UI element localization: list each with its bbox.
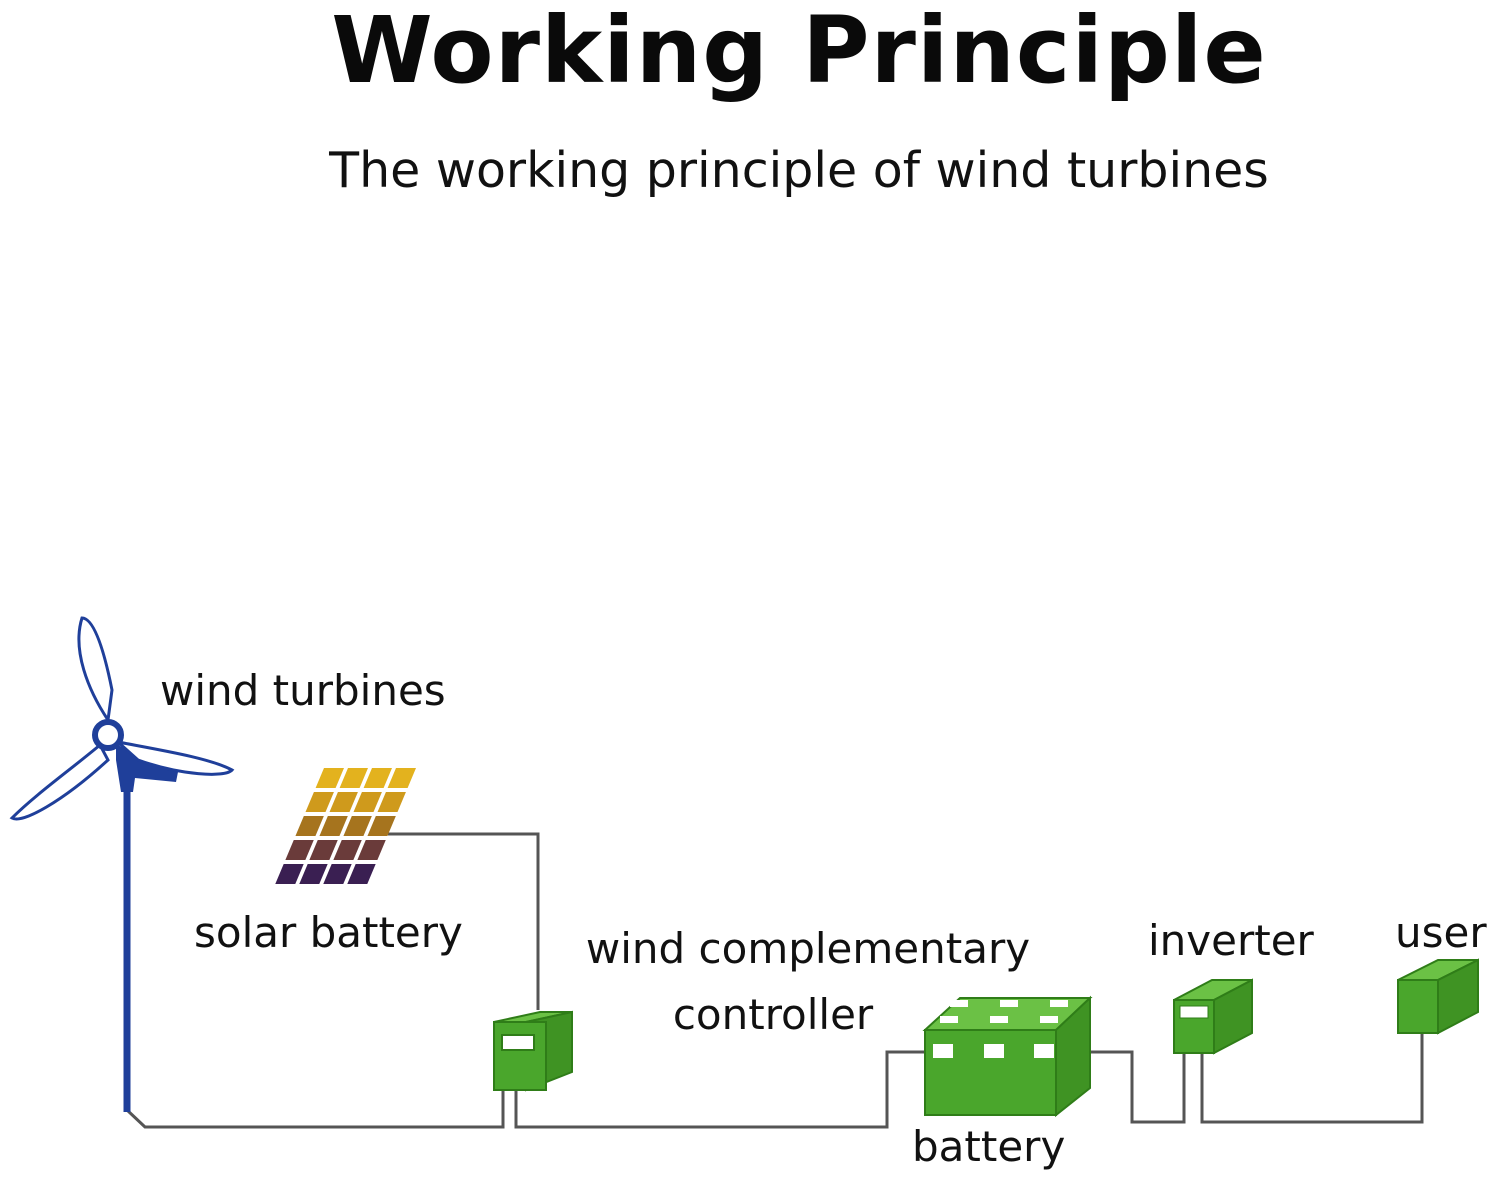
label-inverter: inverter [1148, 916, 1314, 965]
wire-battery-to-inverter [1090, 1050, 1186, 1124]
label-battery: battery [912, 1122, 1066, 1171]
label-solar-battery: solar battery [194, 908, 463, 957]
solar-cell [323, 864, 352, 884]
label-user: user [1395, 908, 1487, 957]
wire-turbine-to-controller [125, 1085, 505, 1129]
solar-cell [333, 840, 362, 860]
page-subtitle: The working principle of wind turbines [329, 142, 1269, 199]
solar-cell [295, 816, 324, 836]
label-controller-line2: controller [672, 990, 874, 1039]
solar-cell [305, 792, 334, 812]
wire-inverter-to-user [1200, 1032, 1424, 1124]
solar-cell [299, 864, 328, 884]
solar-cell [363, 768, 392, 788]
controller-box-icon [493, 1010, 573, 1092]
wiring [125, 832, 1424, 1129]
solar-cell [367, 816, 396, 836]
label-controller-line1: wind complementary [585, 924, 1031, 973]
wire-solar-to-controller [388, 832, 540, 1010]
solar-cell [347, 864, 376, 884]
inverter-box-icon [1173, 978, 1253, 1055]
solar-cell [387, 768, 416, 788]
solar-cell [275, 864, 304, 884]
solar-cell [285, 840, 314, 860]
solar-cell [343, 816, 372, 836]
wind-turbine-icon [9, 616, 235, 1112]
solar-cell [319, 816, 348, 836]
battery-box-icon [922, 995, 1093, 1118]
page-title: Working Principle [331, 0, 1267, 104]
label-wind-turbines: wind turbines [160, 666, 446, 715]
solar-cell [309, 840, 338, 860]
solar-cell [353, 792, 382, 812]
solar-cell [357, 840, 386, 860]
solar-panel-icon [275, 768, 416, 884]
solar-cell [315, 768, 344, 788]
solar-cell [377, 792, 406, 812]
solar-cell [339, 768, 368, 788]
user-box-icon [1397, 958, 1479, 1035]
solar-cell [329, 792, 358, 812]
wire-controller-to-battery [514, 1050, 925, 1129]
